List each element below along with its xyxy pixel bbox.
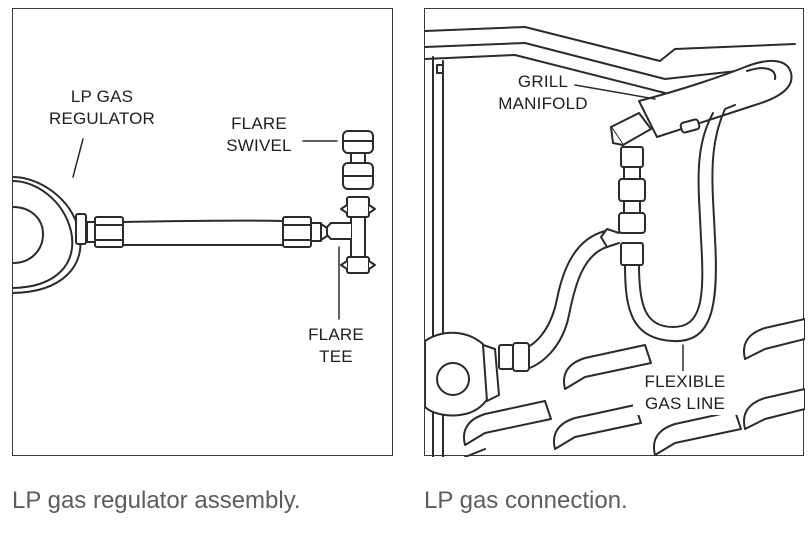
flexible-gas-line-label: FLEXIBLE GAS LINE (633, 371, 737, 415)
lp-gas-regulator-label: LP GAS REGULATOR (48, 87, 156, 128)
manifold-leader-line (574, 84, 656, 100)
regulator-leader-line (72, 138, 84, 178)
flare-swivel-label: FLARE SWIVEL (226, 114, 292, 155)
lp-gas-regulator (425, 331, 530, 417)
gas-connection-caption: LP gas connection. (424, 487, 628, 514)
regulator-assembly-illustration (13, 130, 376, 320)
vent-slots (463, 318, 805, 457)
regulator-hose (514, 230, 608, 372)
regulator-assembly-caption: LP gas regulator assembly. (12, 487, 301, 514)
grill-manifold-label: GRILL MANIFOLD (498, 72, 588, 113)
gas-hose (122, 219, 284, 247)
gas-connection-illustration (425, 26, 805, 457)
flare-swivel (342, 130, 374, 190)
lp-gas-regulator (13, 176, 87, 294)
hose-end-fitting (282, 216, 328, 248)
grill-manifold (610, 60, 793, 146)
manifold-fitting-stack (600, 146, 646, 266)
flare-tee (326, 196, 376, 274)
flare-tee-label: FLARE TEE (308, 325, 364, 366)
gas-connection-panel: GRILL MANIFOLD FLEXIBLE GAS LINE (424, 8, 805, 457)
regulator-fitting (86, 216, 124, 248)
regulator-assembly-panel: LP GAS REGULATOR FLARE SWIVEL FLARE TEE (12, 8, 393, 456)
flexible-gas-line (624, 104, 736, 343)
